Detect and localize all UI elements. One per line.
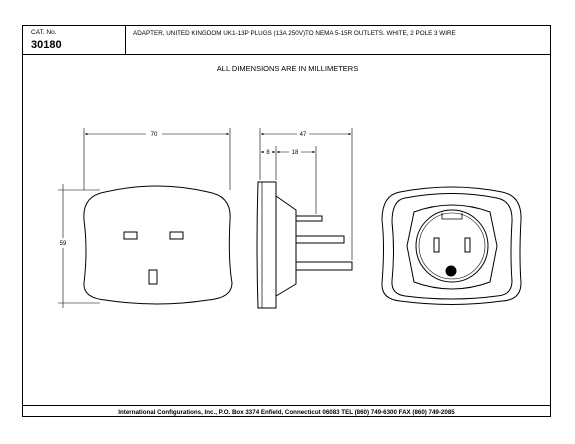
back-view-outer-outline	[381, 186, 522, 305]
side-ground-pin	[295, 215, 323, 222]
back-view	[381, 186, 522, 305]
side-blade-lower	[295, 261, 353, 271]
front-height-label: 59	[60, 241, 67, 247]
front-width-label: 70	[151, 132, 158, 138]
uk-earth-pin	[148, 269, 158, 285]
uk-pin-left	[123, 231, 138, 240]
back-view-inner-outline	[391, 193, 513, 300]
front-view	[58, 128, 233, 308]
catalog-label: CAT. No.	[31, 29, 57, 36]
side-body-outline	[256, 181, 277, 309]
nema-slot-left	[433, 237, 440, 253]
side-flange	[275, 195, 297, 297]
front-view-outline	[83, 185, 233, 305]
side-body-label: 8	[266, 150, 270, 156]
catalog-number: 30180	[31, 39, 62, 51]
catalog-cell: CAT. No. 30180	[23, 26, 126, 55]
company-footer: International Configurations, Inc., P.O.…	[118, 409, 455, 416]
nema-outlet-face	[415, 209, 489, 283]
nema-outlet-housing	[406, 204, 498, 290]
side-view	[256, 128, 353, 309]
side-blade-upper	[295, 235, 345, 244]
side-pins-label: 18	[292, 150, 299, 156]
footer-divider	[23, 405, 550, 406]
nema-ground-hole	[445, 265, 457, 277]
nema-slot-right	[464, 237, 471, 253]
product-description: ADAPTER, UNITED KINGDOM UK1-13P PLUGS (1…	[133, 30, 456, 37]
title-block: CAT. No. 30180 ADAPTER, UNITED KINGDOM U…	[23, 26, 550, 55]
uk-pin-right	[169, 231, 184, 240]
drawing-sheet: CAT. No. 30180 ADAPTER, UNITED KINGDOM U…	[22, 25, 551, 417]
side-depth-label: 47	[300, 132, 307, 138]
dimensions-note: ALL DIMENSIONS ARE IN MILLIMETERS	[216, 64, 359, 73]
